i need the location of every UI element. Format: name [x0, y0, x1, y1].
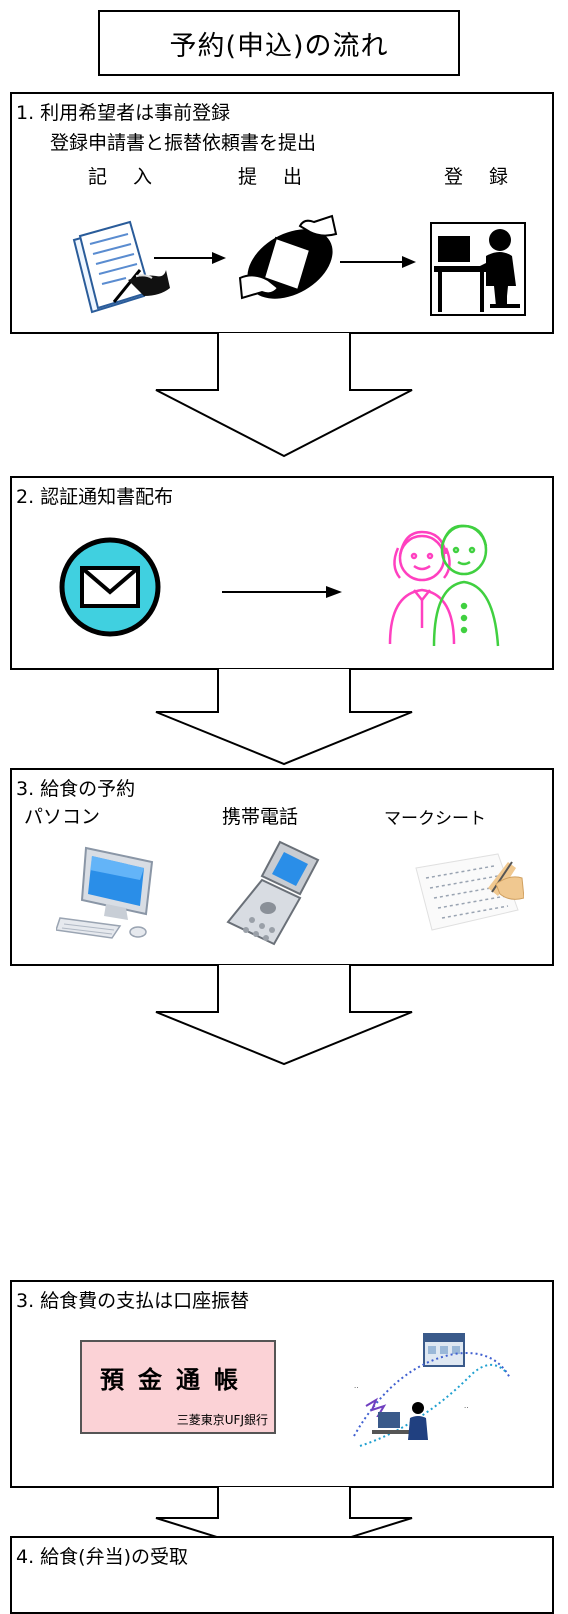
section-2-title: 2. 認証通知書配布	[16, 486, 174, 508]
person-at-computer-icon	[430, 222, 526, 316]
arrow-right-icon	[340, 256, 416, 268]
bankbook-bank-name: 三菱東京UFJ銀行	[176, 1413, 268, 1427]
flow-arrow-3	[155, 964, 413, 1066]
envelope-icon	[59, 537, 161, 637]
arrow-right-icon	[154, 252, 226, 264]
flow-arrow-1	[155, 332, 413, 458]
option-label-pc: パソコン	[24, 806, 101, 828]
handing-document-icon	[238, 214, 338, 300]
section-1-title: 1. 利用希望者は事前登録	[16, 102, 231, 124]
page-title: 予約(申込)の流れ	[98, 10, 460, 76]
section-meal-receipt	[10, 1536, 554, 1614]
mark-sheet-icon	[415, 853, 524, 931]
section-3-title: 3. 給食の予約	[16, 778, 136, 800]
document-writing-icon	[72, 220, 170, 314]
bankbook-title: 預金通帳	[100, 1365, 252, 1394]
section-1-subtitle: 登録申請書と振替依頼書を提出	[50, 132, 317, 154]
couple-icon	[388, 524, 500, 647]
step-label-fill-in: 記 入	[88, 166, 163, 188]
section-4-title: 3. 給食費の支払は口座振替	[16, 1290, 250, 1312]
option-label-mobile: 携帯電話	[222, 806, 299, 828]
svg-text:··: ··	[354, 1384, 358, 1392]
svg-text:··: ··	[464, 1404, 468, 1412]
arrow-right-icon	[222, 586, 342, 598]
desktop-computer-icon	[56, 846, 154, 939]
flow-arrow-2	[155, 668, 413, 766]
option-label-mark-sheet: マークシート	[384, 809, 486, 829]
step-label-submit: 提 出	[238, 166, 313, 188]
mobile-phone-icon	[226, 840, 320, 946]
step-label-register: 登 録	[444, 166, 519, 188]
bankbook-icon: 預金通帳 三菱東京UFJ銀行	[80, 1340, 276, 1434]
section-5-title: 4. 給食(弁当)の受取	[16, 1546, 188, 1568]
bank-transfer-icon: ·· ··	[353, 1333, 511, 1447]
